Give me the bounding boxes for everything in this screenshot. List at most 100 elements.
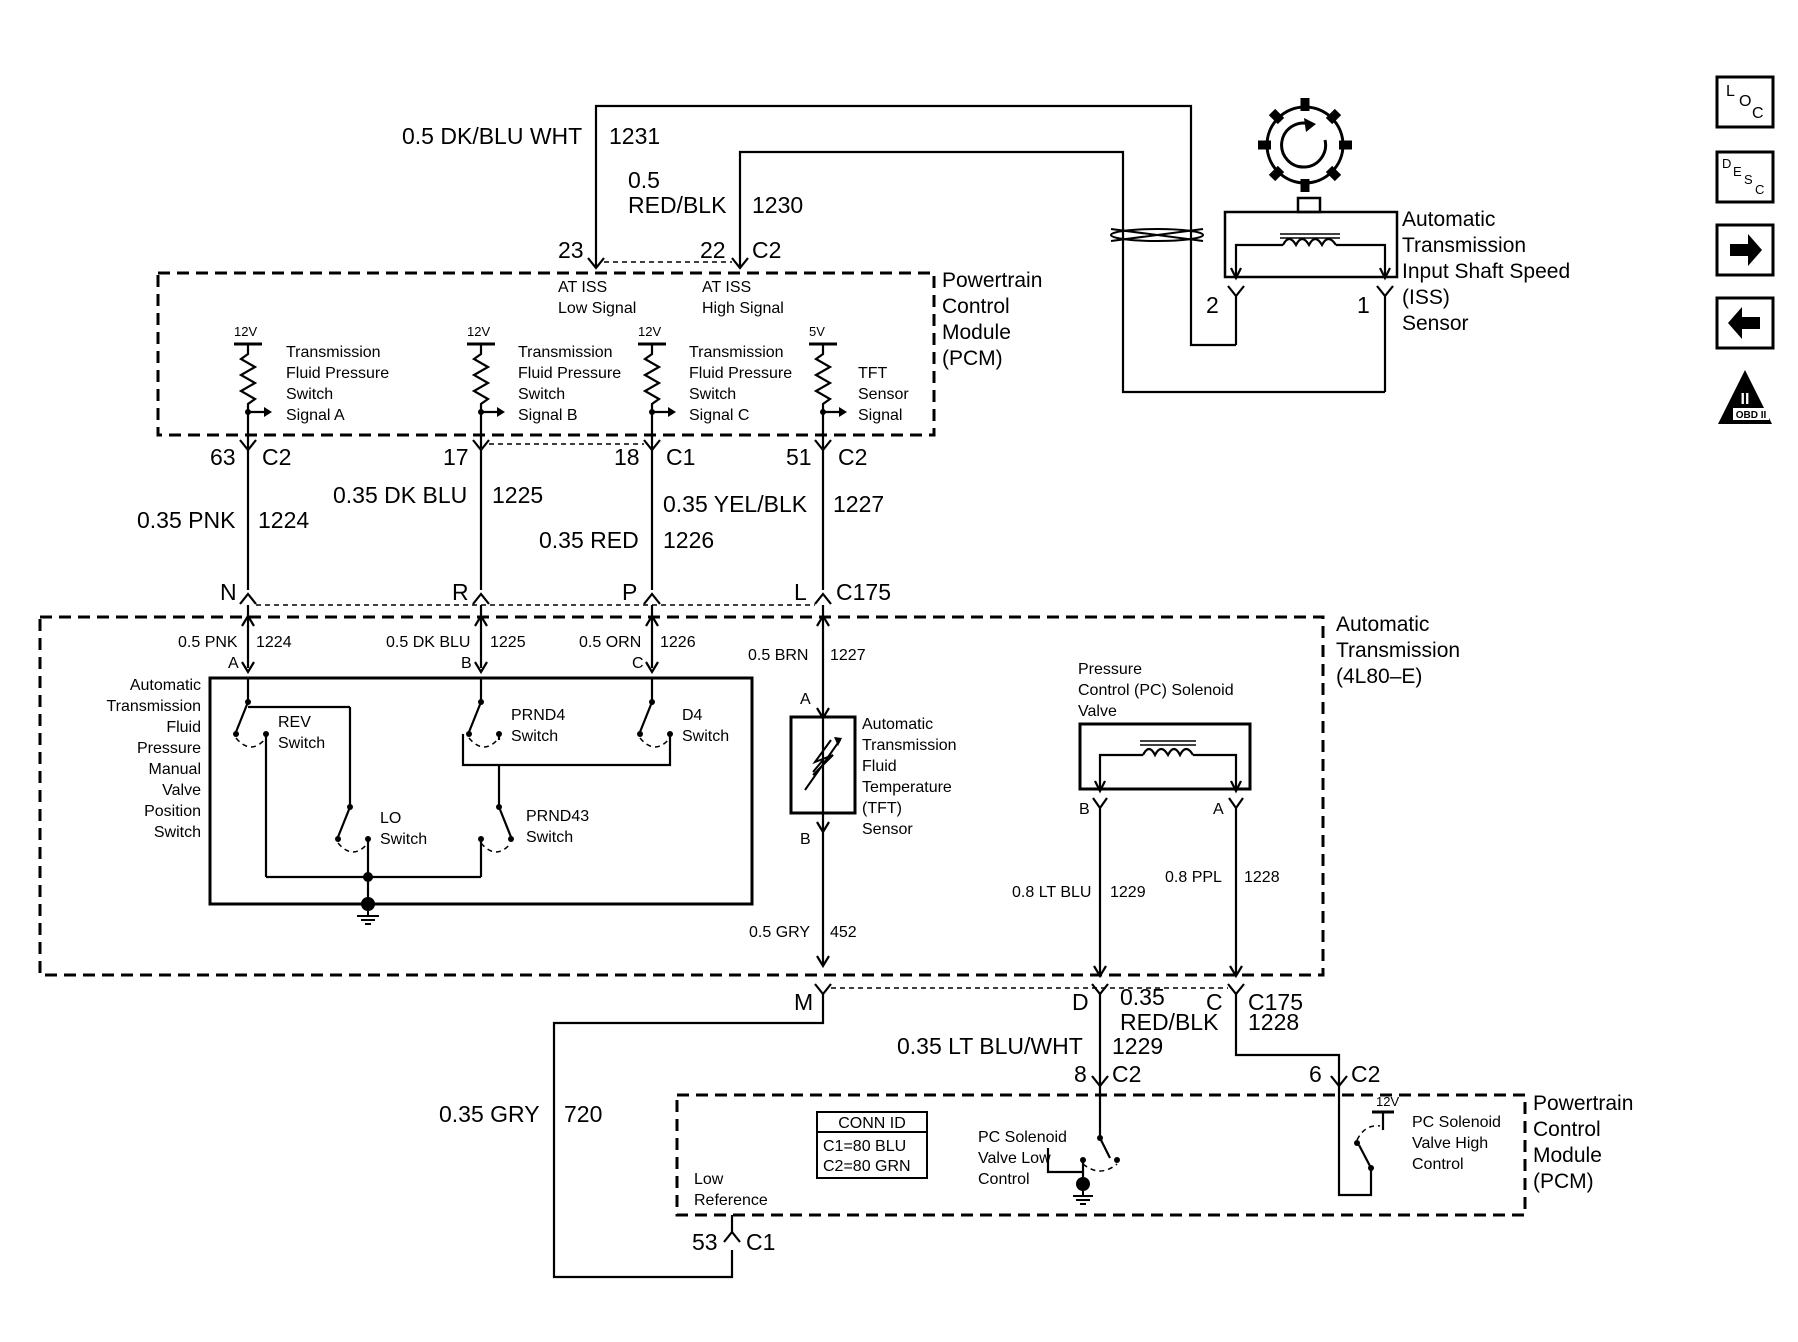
trans-label-1: Automatic	[1336, 613, 1429, 636]
wire-1230-gauge-1: 0.5	[628, 167, 660, 193]
wire-1225-gauge: 0.35 DK BLU	[333, 482, 467, 508]
tft-l5: (TFT)	[862, 800, 902, 817]
conn-id-row-2: C2=80 GRN	[823, 1158, 911, 1175]
pc-high-control: 12V PC Solenoid Valve High Control	[1337, 1086, 1501, 1197]
c175-pin-p: P	[622, 579, 637, 605]
pcm-bottom-label-4: (PCM)	[1533, 1170, 1594, 1193]
wire-1227-gauge: 0.35 YEL/BLK	[663, 491, 808, 517]
wire-1230-circuit: 1230	[752, 192, 803, 218]
tft-bottom-pin: B	[800, 831, 811, 848]
iss-label-2: Transmission	[1402, 234, 1526, 257]
sw-asm-3: Fluid	[166, 719, 201, 736]
pcm-tft-l1: TFT	[858, 365, 888, 382]
pcm-input-tft: 5V TFT Sensor Signal	[809, 324, 909, 448]
wire-1226-gauge: 0.35 RED	[539, 527, 639, 553]
pcm-input-b: 12V Transmission Fluid Pressure Switch S…	[467, 324, 621, 448]
loc-letter-c: C	[1752, 105, 1764, 122]
lo-l1: LO	[380, 810, 401, 827]
pcm-pin-51: 51	[786, 444, 812, 470]
pcm-a-volt: 12V	[234, 324, 257, 339]
pcm-pin-17: 17	[443, 444, 469, 470]
loc-letter-o: O	[1739, 93, 1751, 110]
pc-high-l2: Valve High	[1412, 1135, 1488, 1152]
tft-sensor: 0.5 BRN 1227 A B 0.5 GRY 452 Automatic T…	[748, 605, 957, 969]
pc-wire-b-circuit: 1229	[1110, 884, 1146, 901]
c175-pin-c: C	[1206, 989, 1223, 1015]
wire-1225-circuit: 1225	[492, 482, 543, 508]
d4-l2: Switch	[682, 728, 729, 745]
tft-l4: Temperature	[862, 779, 952, 796]
rev-switch: REV Switch	[233, 678, 350, 877]
pcm-a-l1: Transmission	[286, 344, 381, 361]
nav-desc-button[interactable]: D E S C	[1715, 150, 1775, 204]
pcm-top: Powertrain Control Module (PCM) 12V Tran…	[156, 269, 1042, 470]
wire-1226-circuit: 1226	[663, 527, 714, 553]
pcm-input-a: 12V Transmission Fluid Pressure Switch S…	[234, 324, 389, 448]
mid-wires: 0.35 PNK 1224 0.35 DK BLU 1225 0.35 RED …	[137, 450, 884, 590]
pcm-c-l3: Switch	[689, 386, 736, 403]
pcm-top-label-2: Control	[942, 295, 1010, 318]
low-ref-l2: Reference	[694, 1192, 768, 1209]
conn-id-title: CONN ID	[838, 1115, 906, 1132]
tft-l1: Automatic	[862, 716, 933, 733]
ground-icon	[1073, 1191, 1093, 1205]
sw-asm-5: Manual	[149, 761, 201, 778]
tft-top-circuit: 1227	[830, 647, 866, 664]
pcm-b-l4: Signal B	[518, 407, 578, 424]
lo-l2: Switch	[380, 831, 427, 848]
pc-pin-a: A	[1213, 801, 1224, 818]
transmission: Automatic Transmission (4L80–E) 0.5 PNK …	[38, 605, 1460, 979]
sw-asm-2: Transmission	[106, 698, 201, 715]
inner-1224-circuit: 1224	[256, 634, 292, 651]
pcm-a-l4: Signal A	[286, 407, 345, 424]
pc-low-l2: Valve Low	[978, 1150, 1051, 1167]
sw-asm-7: Position	[144, 803, 201, 820]
pcm-pin-6: 6	[1309, 1061, 1322, 1087]
desc-letter-c: C	[1755, 182, 1764, 197]
inner-pin-c: C	[632, 655, 644, 672]
c175-pin-n: N	[220, 579, 237, 605]
pc-high-l3: Control	[1412, 1156, 1464, 1173]
c175-pin-l: L	[794, 579, 807, 605]
obd-big: II	[1741, 391, 1750, 408]
pcm-tft-l2: Sensor	[858, 386, 909, 403]
iss-pin1: 1	[1357, 292, 1370, 318]
pin-22: 22	[700, 237, 726, 263]
inner-1226-gauge: 0.5 ORN	[579, 634, 641, 651]
c175-top: N R P L C175	[220, 579, 891, 606]
pc-low-l3: Control	[978, 1171, 1030, 1188]
inner-pin-a: A	[228, 655, 239, 672]
pcm-pin-18: 18	[614, 444, 640, 470]
arrow-right-icon	[1730, 234, 1762, 266]
pc-sol-l1: Pressure	[1078, 661, 1142, 678]
wire-720-gauge: 0.35 GRY	[439, 1101, 540, 1127]
pcm-conn-8: C2	[1112, 1061, 1141, 1087]
pcm-b-l3: Switch	[518, 386, 565, 403]
iss-low-1: AT ISS	[558, 279, 607, 296]
prnd43-l2: Switch	[526, 829, 573, 846]
wire-1228-circuit: 1228	[1248, 1009, 1299, 1035]
pcm-pin-53: 53	[692, 1229, 718, 1255]
obd-ii-button[interactable]: II OBD II	[1718, 370, 1772, 424]
wire-1227-circuit: 1227	[833, 491, 884, 517]
d4-l1: D4	[682, 707, 703, 724]
pc-wire-a-gauge: 0.8 PPL	[1165, 869, 1222, 886]
pcm-b-volt: 12V	[467, 324, 490, 339]
pc-sol-l2: Control (PC) Solenoid	[1078, 682, 1234, 699]
nav-next-button[interactable]	[1715, 223, 1775, 277]
wire-720-circuit: 720	[564, 1101, 602, 1127]
nav-loc-button[interactable]: L O C	[1715, 75, 1775, 129]
wire-1230-gauge-2: RED/BLK	[628, 192, 727, 218]
pcm-bottom: 8 C2 6 C2 53 C1 Powertrain Control Modul…	[675, 1061, 1633, 1255]
pcm-top-label-1: Powertrain	[942, 269, 1042, 292]
pcm-a-l2: Fluid Pressure	[286, 365, 389, 382]
pcm-b-l1: Transmission	[518, 344, 613, 361]
c175-pin-m: M	[794, 989, 813, 1015]
inner-1226-circuit: 1226	[660, 634, 696, 651]
pcm-c-volt: 12V	[638, 324, 661, 339]
nav-prev-button[interactable]	[1715, 296, 1775, 350]
pc-wire-a-circuit: 1228	[1244, 869, 1280, 886]
pcm-bottom-label-1: Powertrain	[1533, 1092, 1633, 1115]
pc-low-l1: PC Solenoid	[978, 1129, 1067, 1146]
lo-switch: LO Switch	[335, 707, 427, 877]
